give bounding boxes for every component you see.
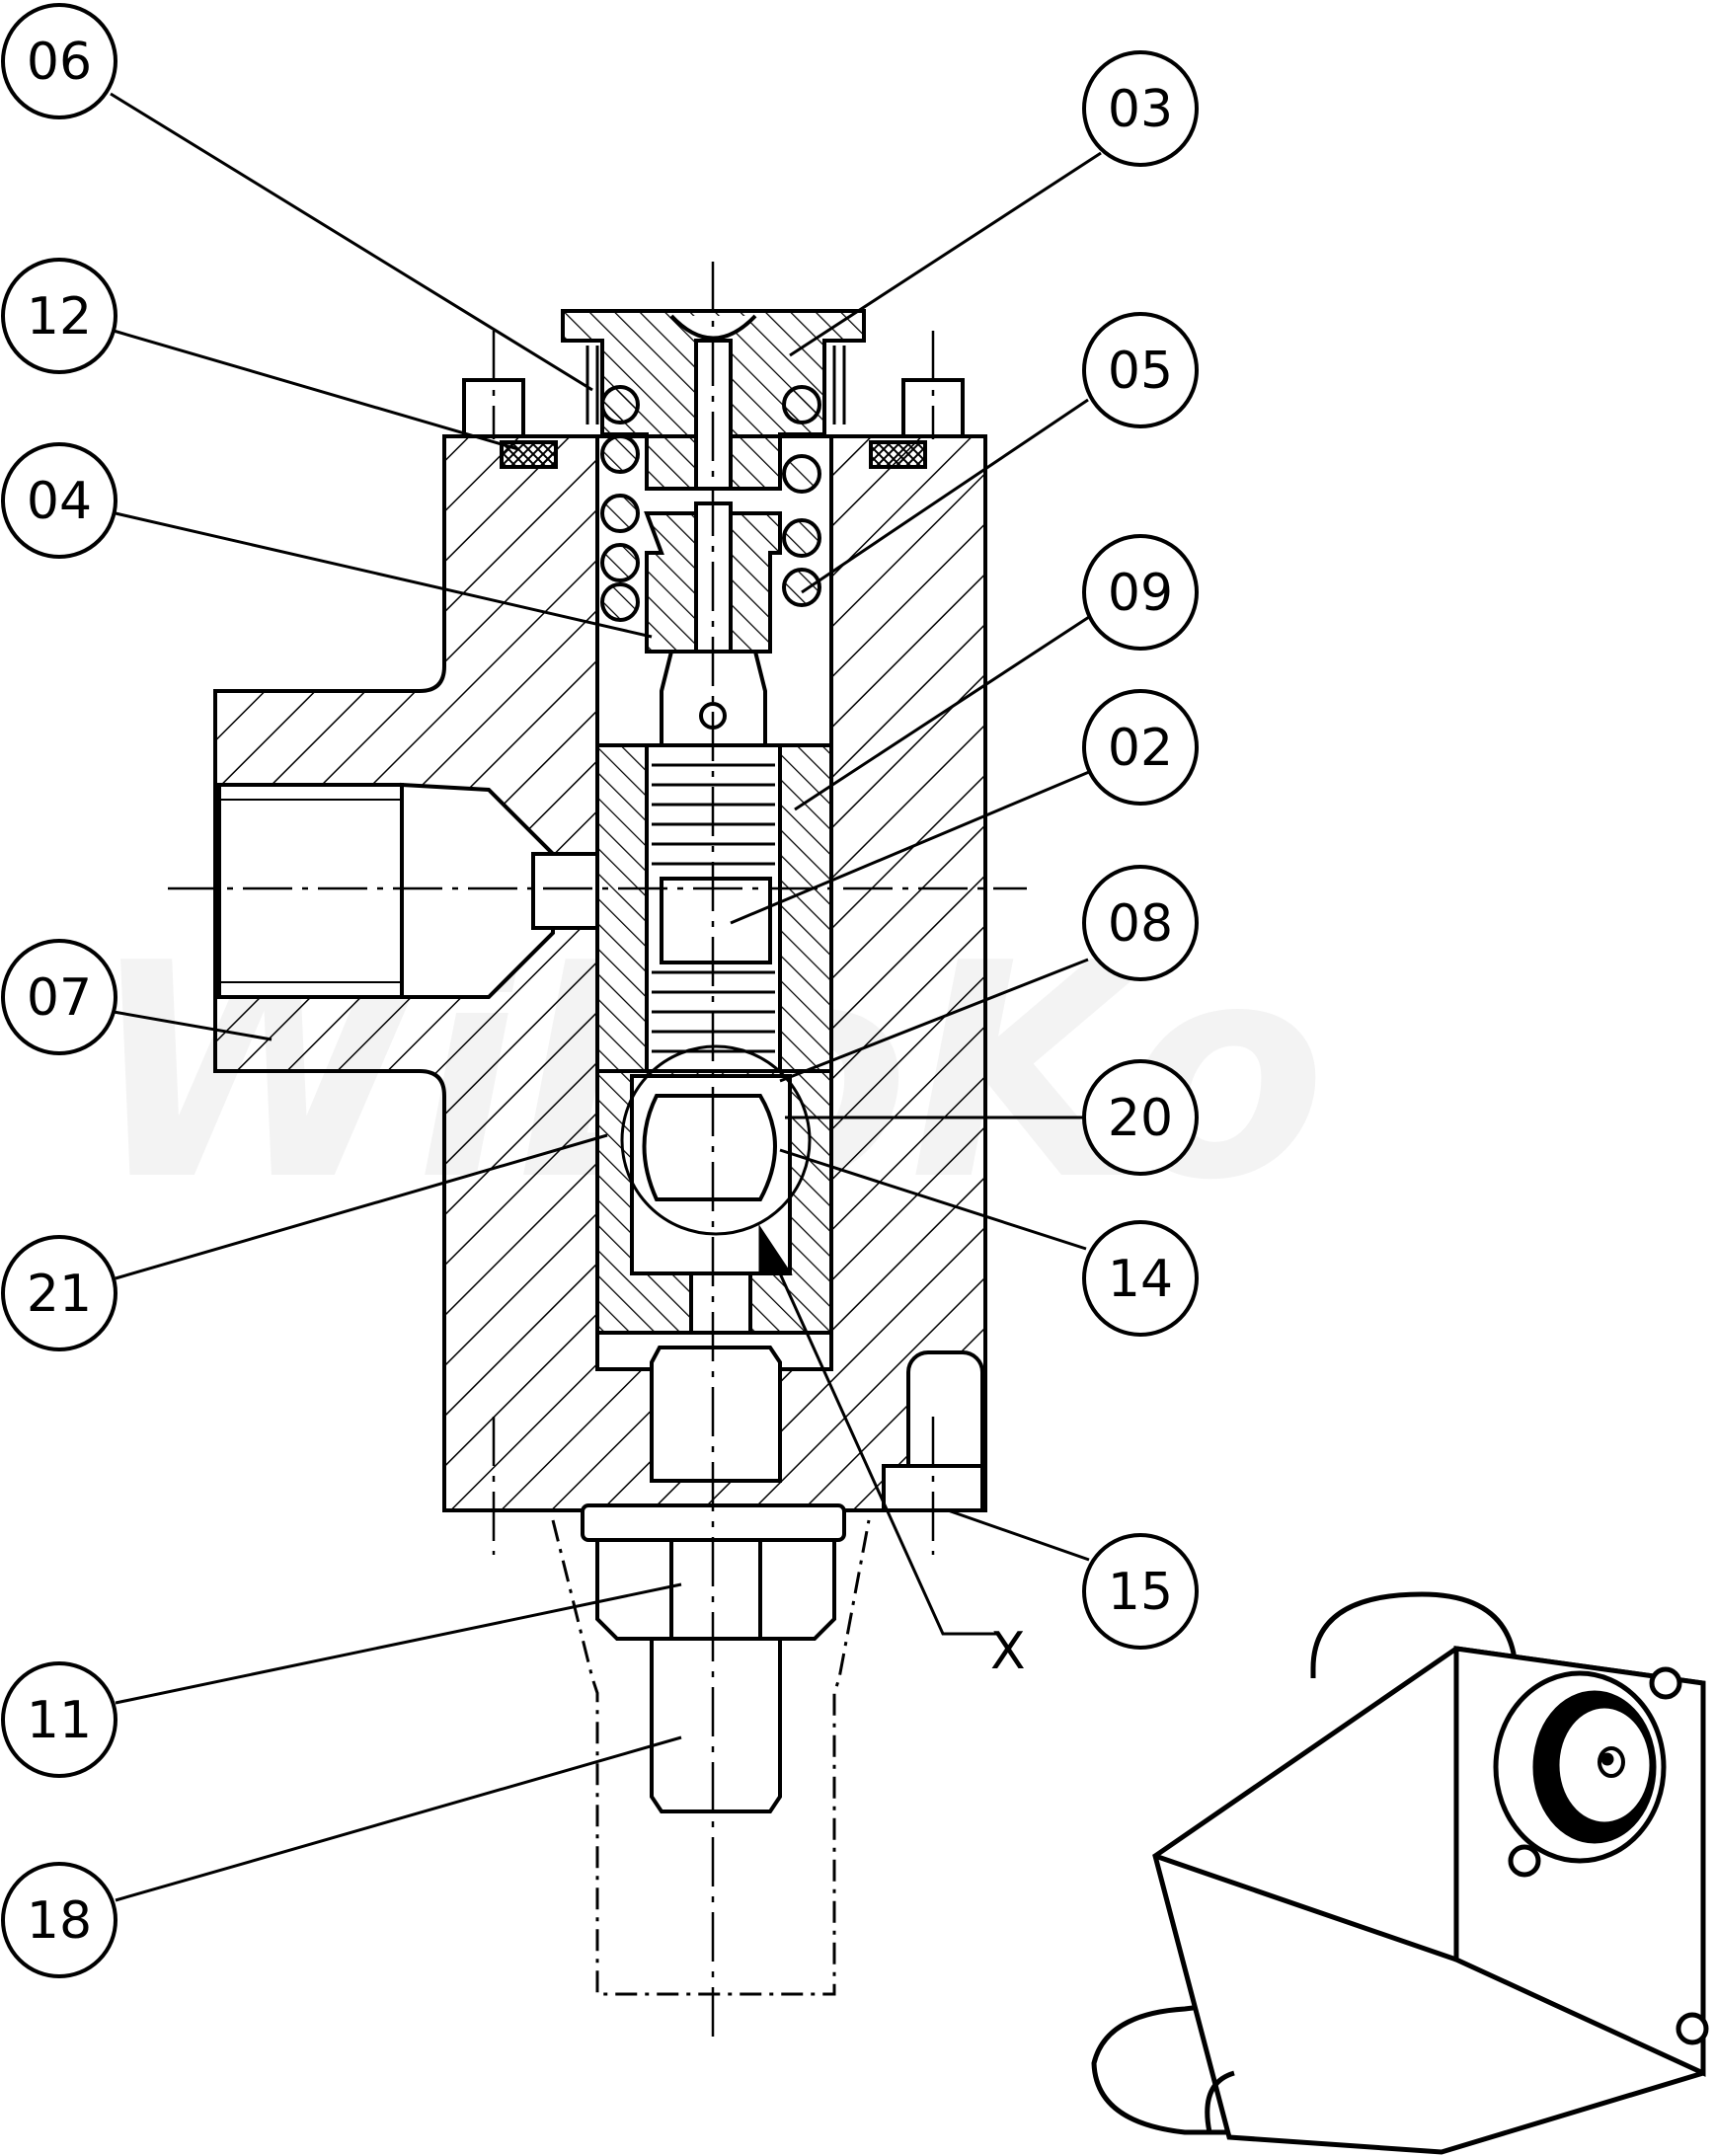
svg-text:18: 18 xyxy=(27,1891,92,1951)
svg-text:03: 03 xyxy=(1108,80,1173,139)
svg-text:15: 15 xyxy=(1108,1563,1173,1622)
callout-leaders xyxy=(110,92,1102,1902)
callout-09: 09 xyxy=(1082,534,1199,651)
detail-circle xyxy=(620,1044,812,1275)
center-lines xyxy=(168,262,1027,2043)
callout-20: 20 xyxy=(1082,1059,1199,1176)
svg-text:11: 11 xyxy=(27,1691,92,1750)
svg-text:20: 20 xyxy=(1108,1089,1173,1148)
callout-06: 06 xyxy=(1,3,117,119)
svg-text:14: 14 xyxy=(1108,1250,1173,1309)
callout-bubbles: 06 03 12 05 04 09 02 08 xyxy=(1,3,1199,1978)
detail-x-label: X xyxy=(990,1622,1026,1681)
callout-21: 21 xyxy=(1,1235,117,1351)
svg-text:09: 09 xyxy=(1108,564,1173,623)
callout-15: 15 xyxy=(1082,1533,1199,1650)
svg-text:08: 08 xyxy=(1108,894,1173,954)
callout-05: 05 xyxy=(1082,312,1199,428)
callout-18: 18 xyxy=(1,1862,117,1978)
callout-12: 12 xyxy=(1,258,117,374)
spring-coils xyxy=(585,346,846,622)
phantom-outline xyxy=(551,1519,871,1996)
callout-04: 04 xyxy=(1,442,117,559)
bottom-nut xyxy=(581,1346,846,1813)
callout-11: 11 xyxy=(1,1661,117,1778)
svg-text:21: 21 xyxy=(27,1265,92,1324)
svg-text:05: 05 xyxy=(1108,342,1173,401)
isometric-view xyxy=(1091,1591,1709,2155)
callout-14: 14 xyxy=(1082,1220,1199,1337)
callout-02: 02 xyxy=(1082,689,1199,806)
svg-text:02: 02 xyxy=(1108,719,1173,778)
callout-08: 08 xyxy=(1082,865,1199,981)
svg-text:04: 04 xyxy=(27,472,92,531)
svg-text:06: 06 xyxy=(27,33,92,92)
callout-07: 07 xyxy=(1,939,117,1055)
svg-text:12: 12 xyxy=(27,287,92,346)
callout-03: 03 xyxy=(1082,50,1199,167)
side-screw xyxy=(882,1350,984,1512)
detail-x-leader: X xyxy=(778,1272,1026,1681)
svg-text:07: 07 xyxy=(27,968,92,1028)
